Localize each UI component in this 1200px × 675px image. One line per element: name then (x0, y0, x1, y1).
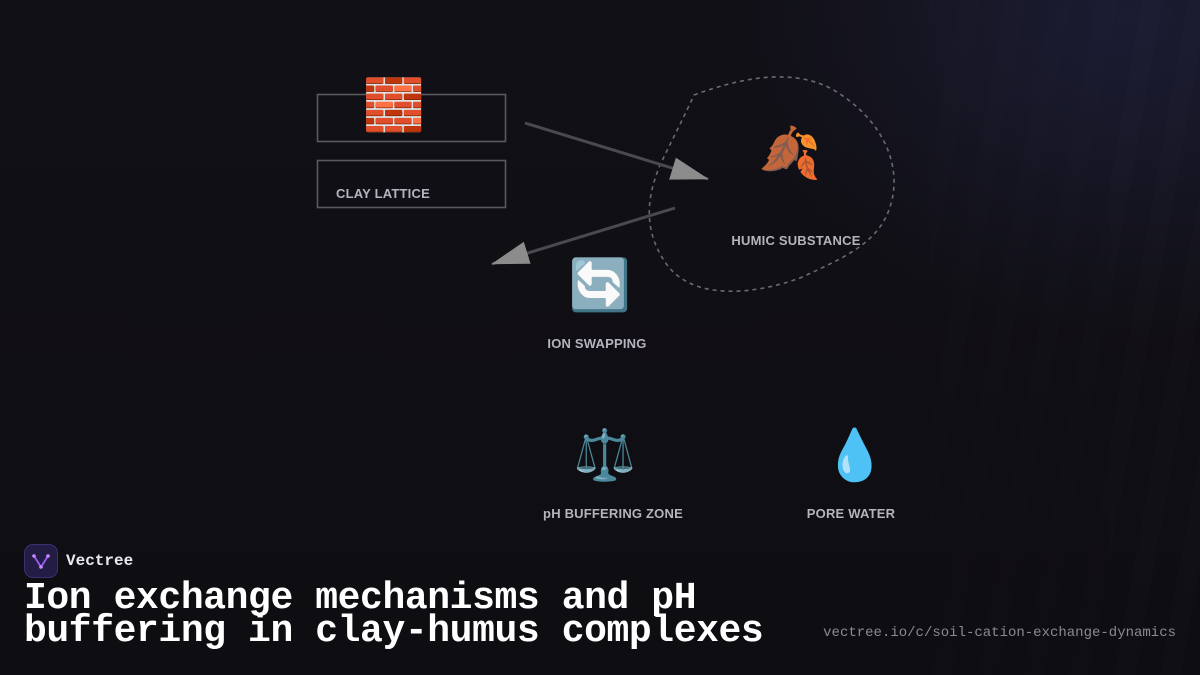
fallen-leaf-icon: 🍂 (758, 124, 822, 182)
page-title: Ion exchange mechanisms and pH buffering… (24, 577, 764, 653)
brand: Vectree (24, 544, 133, 578)
droplet-icon: 💧 (823, 426, 887, 484)
brick-icon: 🧱 (362, 76, 426, 134)
humic-substance-label: HUMIC SUBSTANCE (731, 233, 861, 248)
edge-clay-to-humus (524, 121, 709, 181)
cycle-arrows-icon: 🔄 (568, 256, 632, 314)
edge-humus-to-clay (491, 206, 676, 266)
vectree-logo-icon (24, 544, 58, 578)
clay-lattice-label: CLAY LATTICE (336, 186, 430, 201)
brand-name: Vectree (66, 552, 134, 570)
pore-water-label: PORE WATER (806, 506, 896, 521)
ion-swapping-label: ION SWAPPING (547, 336, 647, 351)
ph-buffering-zone-label: pH BUFFERING ZONE (543, 506, 683, 521)
source-url[interactable]: vectree.io/c/soil-cation-exchange-dynami… (823, 625, 1176, 641)
balance-scale-icon: ⚖️ (573, 426, 637, 484)
clay-lattice-layer-bottom (316, 159, 507, 209)
humic-substance-outline (648, 76, 895, 293)
clay-lattice-layer-top (316, 93, 507, 143)
